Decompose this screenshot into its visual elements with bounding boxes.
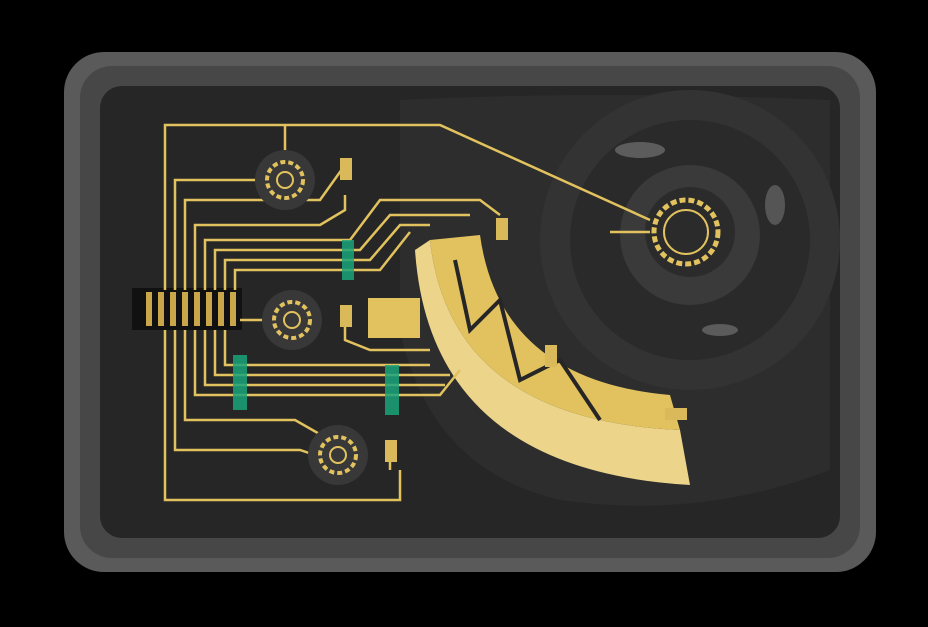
green-markers	[233, 240, 399, 415]
gear-icon	[308, 425, 368, 485]
heater-pad	[415, 240, 690, 485]
gear-icon	[255, 150, 315, 210]
gear-icon	[651, 197, 721, 267]
connector-icon	[132, 288, 242, 330]
gear-icon	[262, 290, 322, 350]
smd-components	[340, 158, 687, 462]
pad-square	[368, 298, 420, 338]
